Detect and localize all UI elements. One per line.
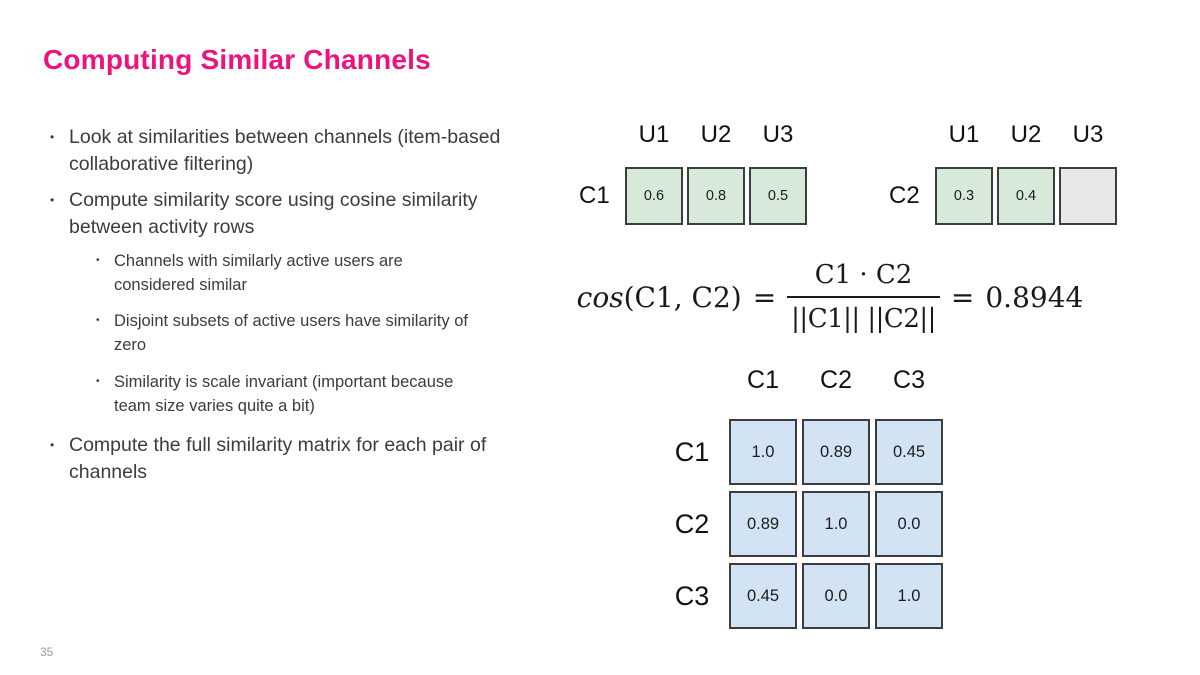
bullet-text: Channels with similarly active users are…: [114, 251, 403, 294]
matrix-row-label: C1: [674, 436, 710, 467]
matrix-cell: 0.45: [729, 563, 797, 629]
similarity-matrix: C1 C2 C3 C1 1.0 0.89 0.45 C2 0.89 1.0 0.…: [660, 366, 943, 629]
vector-cell: 0.4: [997, 167, 1055, 225]
matrix-cell: 0.0: [875, 491, 943, 557]
formula-lhs: cos(C1, C2): [577, 281, 742, 314]
formula-equals: =: [752, 280, 777, 314]
matrix-cell: 1.0: [729, 419, 797, 485]
matrix-cell: 0.89: [802, 419, 870, 485]
vector-col-header: U2: [700, 121, 732, 148]
vector-col-header: U1: [638, 121, 670, 148]
vector-col-header: U1: [948, 121, 980, 148]
matrix-col-header: C2: [820, 366, 852, 394]
matrix-cell: 1.0: [875, 563, 943, 629]
cosine-similarity-formula: cos(C1, C2) = C1 · C2 ||C1|| ||C2|| = 0.…: [560, 252, 1100, 342]
sub-bullet-item: Channels with similarly active users are…: [91, 250, 476, 298]
slide-title: Computing Similar Channels: [43, 44, 431, 75]
formula-equals: =: [950, 280, 975, 314]
formula-fraction: C1 · C2 ||C1|| ||C2||: [787, 260, 940, 334]
vector-cell: 0.3: [935, 167, 993, 225]
matrix-cell: 0.45: [875, 419, 943, 485]
vector-cell: 0.8: [687, 167, 745, 225]
vector-col-header: U3: [762, 121, 794, 148]
bullet-text: Compute the full similarity matrix for e…: [69, 434, 487, 484]
bullet-text: Compute similarity score using cosine si…: [69, 188, 478, 238]
page-number: 35: [40, 645, 54, 659]
bullet-text: Similarity is scale invariant (important…: [114, 373, 454, 416]
matrix-col-header: C1: [747, 366, 779, 394]
vector-corner-spacer: [889, 121, 931, 147]
formula-numerator: C1 · C2: [814, 260, 913, 290]
bullet-text: Disjoint subsets of active users have si…: [114, 312, 468, 355]
bullet-item: Compute similarity score using cosine si…: [43, 187, 503, 241]
formula-denominator: ||C1|| ||C2||: [787, 296, 940, 334]
vector-row-label: C2: [889, 182, 920, 209]
matrix-row-label: C2: [674, 508, 710, 539]
formula-function: cos: [576, 280, 624, 314]
matrix-col-header: C3: [893, 366, 925, 394]
matrix-cell: 0.89: [729, 491, 797, 557]
sub-bullet-item: Similarity is scale invariant (important…: [91, 371, 476, 419]
bullet-item: Compute the full similarity matrix for e…: [43, 432, 503, 486]
vector-c1-diagram: U1 U2 U3 C1 0.6 0.8 0.5: [579, 121, 807, 225]
bullet-list: Look at similarities between channels (i…: [43, 124, 513, 495]
vector-cell: 0.5: [749, 167, 807, 225]
vector-col-header: U2: [1010, 121, 1042, 148]
matrix-cell: 0.0: [802, 563, 870, 629]
formula-result: 0.8944: [985, 280, 1084, 314]
vector-cell: [1059, 167, 1117, 225]
vector-cell: 0.6: [625, 167, 683, 225]
bullet-text: Look at similarities between channels (i…: [69, 126, 501, 175]
vector-c2-diagram: U1 U2 U3 C2 0.3 0.4: [889, 121, 1117, 225]
vector-col-header: U3: [1072, 121, 1104, 148]
matrix-corner-spacer: [660, 366, 724, 413]
matrix-row-label: C3: [674, 580, 710, 611]
sub-bullet-item: Disjoint subsets of active users have si…: [91, 310, 476, 358]
vector-row-label: C1: [579, 182, 610, 209]
matrix-cell: 1.0: [802, 491, 870, 557]
formula-args: (C1, C2): [623, 280, 742, 314]
vector-corner-spacer: [579, 121, 621, 147]
bullet-item: Look at similarities between channels (i…: [43, 124, 503, 178]
